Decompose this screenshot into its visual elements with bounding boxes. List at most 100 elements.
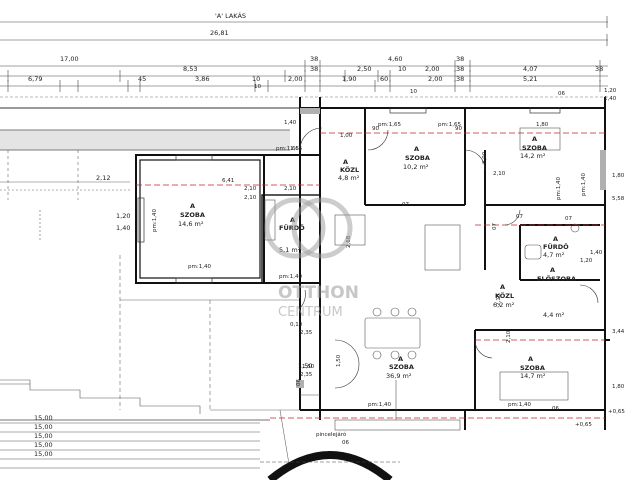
svg-text:0,10: 0,10 bbox=[290, 322, 303, 328]
columns bbox=[296, 108, 606, 388]
svg-text:2,10: 2,10 bbox=[244, 195, 257, 201]
room-label: SZOBA bbox=[405, 154, 430, 162]
room-area: 14,7 m² bbox=[520, 372, 546, 380]
svg-text:2,35: 2,35 bbox=[300, 330, 313, 336]
room-name: A bbox=[532, 135, 537, 143]
svg-text:07: 07 bbox=[402, 202, 409, 208]
svg-text:pm:1,40: pm:1,40 bbox=[152, 209, 158, 232]
room-name: A bbox=[414, 145, 419, 153]
dim-text: 2,00 bbox=[425, 65, 439, 73]
dim-text: 2,12 bbox=[96, 174, 110, 182]
svg-text:1,00: 1,00 bbox=[340, 133, 353, 139]
dim-text: 15,00 bbox=[34, 423, 53, 431]
dim-text: 17,00 bbox=[60, 55, 79, 63]
svg-text:06: 06 bbox=[296, 379, 302, 386]
svg-text:10: 10 bbox=[254, 84, 261, 90]
svg-text:1,80: 1,80 bbox=[536, 122, 549, 128]
room-name: A bbox=[550, 266, 555, 274]
svg-text:1,40: 1,40 bbox=[590, 250, 603, 256]
dim-text: 10 bbox=[252, 75, 260, 83]
svg-text:1,20: 1,20 bbox=[580, 258, 593, 264]
dim-text: 60 bbox=[380, 75, 388, 83]
room-name: A bbox=[190, 202, 195, 210]
svg-text:OTTHON: OTTHON bbox=[278, 283, 359, 303]
svg-text:90: 90 bbox=[455, 126, 462, 132]
watermark-logo: OTTHON CENTRUM bbox=[264, 197, 359, 320]
svg-text:pm:1,40: pm:1,40 bbox=[556, 177, 562, 200]
room-name: A bbox=[528, 355, 533, 363]
svg-text:1,50: 1,50 bbox=[336, 354, 342, 367]
dim-text: 1,90 bbox=[342, 75, 356, 83]
room-label: FÜRDŐ bbox=[543, 242, 569, 251]
svg-text:2,10: 2,10 bbox=[496, 293, 502, 306]
svg-text:06: 06 bbox=[342, 440, 349, 446]
dim-text: 45 bbox=[138, 75, 146, 83]
dim-text: 15,00 bbox=[34, 432, 53, 440]
dim-text: 15,00 bbox=[34, 414, 53, 422]
svg-text:pm:1,40: pm:1,40 bbox=[508, 402, 531, 408]
section-lines bbox=[136, 132, 605, 419]
svg-text:pm:1,65: pm:1,65 bbox=[276, 146, 299, 152]
svg-text:1,80: 1,80 bbox=[612, 173, 625, 179]
svg-text:pm:1,40: pm:1,40 bbox=[279, 274, 302, 280]
dim-text: 1,40 bbox=[116, 224, 130, 232]
dim-text: 38 bbox=[456, 75, 464, 83]
dim-text: 4,07 bbox=[523, 65, 537, 73]
room-label: SZOBA bbox=[389, 363, 414, 371]
room-area: 4,4 m² bbox=[543, 311, 565, 319]
fixtures bbox=[264, 127, 580, 431]
dim-text: 1,50 bbox=[298, 362, 312, 370]
svg-text:06: 06 bbox=[558, 91, 565, 97]
dim-text: 1,20 bbox=[116, 212, 130, 220]
room-label: SZOBA bbox=[522, 144, 547, 152]
svg-text:+0,65: +0,65 bbox=[575, 422, 592, 428]
boundary-lines bbox=[0, 150, 300, 471]
dim-text: 5,21 bbox=[523, 75, 537, 83]
dim-text: 38 bbox=[456, 55, 464, 63]
dim-text: 2,50 bbox=[357, 65, 371, 73]
room-area: 6,2 m² bbox=[493, 301, 515, 309]
room-label: ELŐSZOBA bbox=[537, 274, 576, 283]
svg-text:+0,65: +0,65 bbox=[608, 409, 625, 415]
svg-text:3,44: 3,44 bbox=[612, 329, 625, 335]
room-label: KÖZL bbox=[340, 165, 359, 174]
svg-text:1,50: 1,50 bbox=[302, 364, 315, 370]
dim-text: 15,00 bbox=[34, 450, 53, 458]
apartment-label: 'A' LAKÁS bbox=[215, 11, 246, 20]
svg-text:1,80: 1,80 bbox=[612, 384, 625, 390]
dim-text: 38 bbox=[310, 65, 318, 73]
svg-text:06: 06 bbox=[552, 406, 559, 412]
total-width: 26,81 bbox=[210, 29, 229, 37]
svg-text:1,40: 1,40 bbox=[604, 96, 617, 102]
svg-text:6,41: 6,41 bbox=[222, 178, 234, 184]
door-swings bbox=[299, 127, 599, 389]
svg-text:pm:1,40: pm:1,40 bbox=[368, 402, 391, 408]
svg-text:1,65: 1,65 bbox=[290, 146, 303, 152]
window-frames bbox=[137, 107, 561, 284]
dim-text: 8,53 bbox=[183, 65, 197, 73]
dim-text: 38 bbox=[456, 65, 464, 73]
dim-text: 15,00 bbox=[34, 441, 53, 449]
room-name: A bbox=[500, 283, 505, 291]
svg-text:07: 07 bbox=[565, 216, 572, 222]
svg-text:2,10: 2,10 bbox=[284, 186, 297, 192]
room-area: 4,8 m² bbox=[338, 174, 360, 182]
dim-text: 4,60 bbox=[388, 55, 402, 63]
svg-text:90: 90 bbox=[372, 126, 379, 132]
dim-text: 10 bbox=[398, 65, 406, 73]
room-name: A bbox=[398, 355, 403, 363]
svg-text:10: 10 bbox=[410, 89, 417, 95]
room-label: SZOBA bbox=[180, 211, 205, 219]
svg-text:5,58: 5,58 bbox=[612, 196, 625, 202]
svg-text:07: 07 bbox=[516, 214, 523, 220]
cellar-entrance-label: pincelejáró bbox=[316, 431, 347, 438]
svg-text:3,00: 3,00 bbox=[482, 151, 488, 164]
svg-text:2,10: 2,10 bbox=[244, 186, 257, 192]
room-area: 5,1 m² bbox=[279, 246, 301, 254]
svg-text:2,35: 2,35 bbox=[300, 372, 313, 378]
stair-steps bbox=[0, 379, 260, 469]
svg-text:pm:1,65: pm:1,65 bbox=[438, 122, 461, 128]
room-area: 14,6 m² bbox=[178, 220, 204, 228]
dim-text: 2,00 bbox=[288, 75, 302, 83]
